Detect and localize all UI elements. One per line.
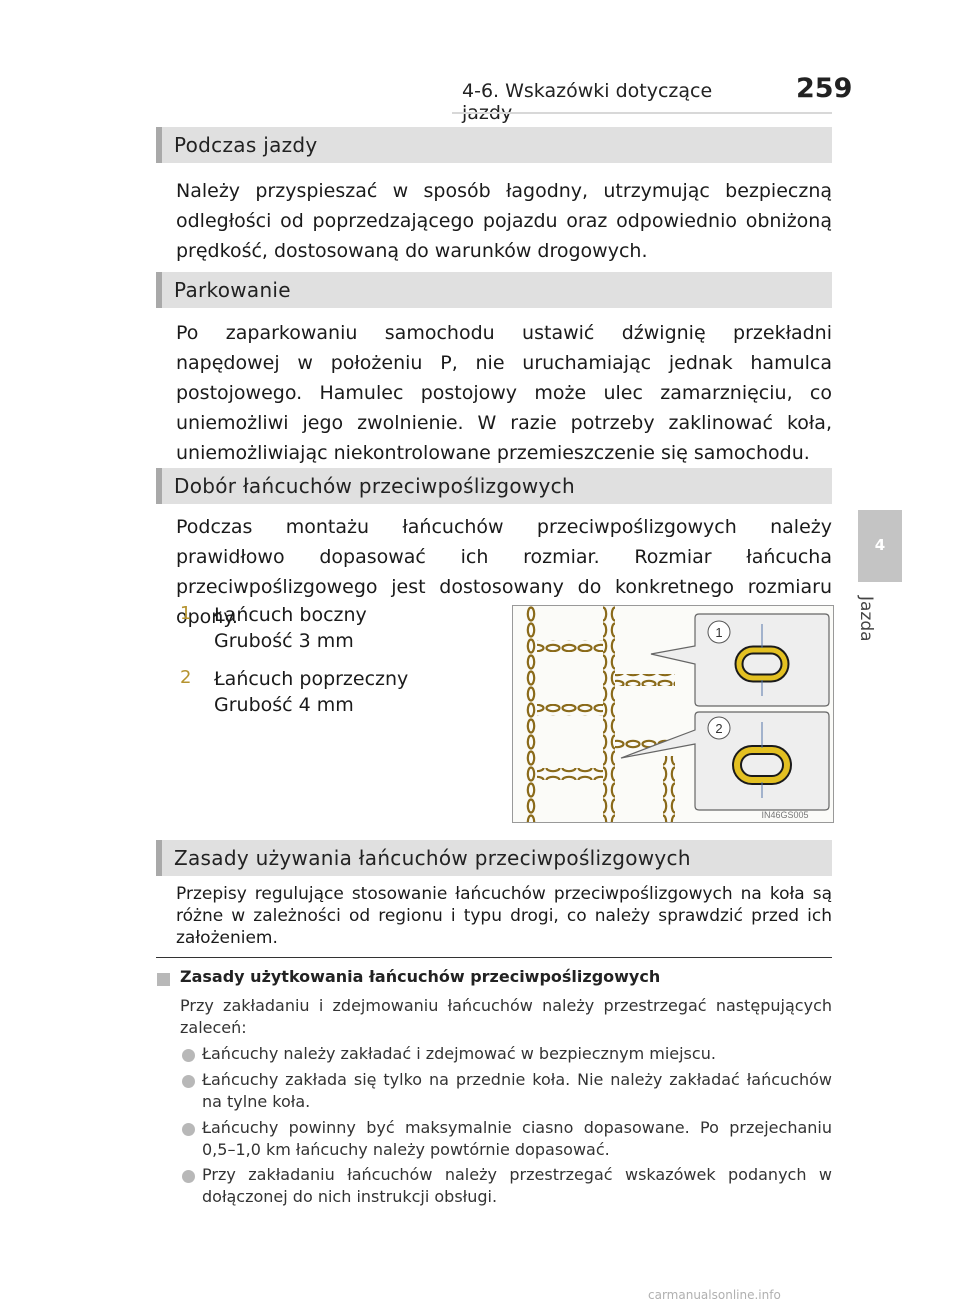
- cross-chain: [615, 674, 675, 686]
- note-bullet-3: Łańcuchy powinny być maksymalnie ciasno …: [202, 1118, 832, 1159]
- section-heading-parking: Parkowanie: [156, 272, 832, 308]
- callout-label-1: 1: [715, 625, 722, 640]
- section-body-driving: Należy przyspieszać w sposób łagodny, ut…: [176, 180, 832, 262]
- item-1-detail: Grubość 3 mm: [214, 630, 354, 652]
- section-body-chain-rules: Przepisy regulujące stosowanie łańcuchów…: [176, 884, 832, 948]
- item-2: Łańcuch poprzeczny Grubość 4 mm: [214, 666, 408, 718]
- bullet-marker: [182, 1049, 195, 1062]
- section-heading-title: Podczas jazdy: [174, 133, 318, 157]
- side-chain-link-detail: [736, 647, 788, 681]
- note-separator: [156, 957, 832, 958]
- bullet-marker: [182, 1170, 195, 1183]
- note-bullet-2: Łańcuchy zakłada się tylko na przednie k…: [202, 1070, 832, 1111]
- cross-chain-link-detail: [734, 747, 790, 783]
- note-square-marker: [157, 973, 170, 986]
- chapter-tab-label: Jazda: [856, 596, 876, 642]
- bullet-marker: [182, 1123, 195, 1136]
- item-1: Łańcuch boczny Grubość 3 mm: [214, 602, 367, 654]
- note-bullet-4: Przy zakładaniu łańcuchów należy przestr…: [202, 1165, 832, 1206]
- item-2-detail: Grubość 4 mm: [214, 694, 354, 716]
- side-chain-middle: [603, 606, 615, 822]
- section-heading-bar: [156, 127, 162, 163]
- section-heading-bar: [156, 468, 162, 504]
- callout-label-2: 2: [715, 721, 722, 736]
- note-title: Zasady użytkowania łańcuchów przeciwpośl…: [180, 967, 661, 986]
- callout-marker-1: [707, 620, 731, 644]
- section-heading-bar: [156, 840, 162, 876]
- snow-chain-figure: 1 2 IN46GS005: [512, 605, 834, 823]
- callout-marker-2: [707, 716, 731, 740]
- section-heading-driving: Podczas jazdy: [156, 127, 832, 163]
- section-heading-chain-rules: Zasady używania łańcuchów przeciwpoślizg…: [156, 840, 832, 876]
- item-2-name: Łańcuch poprzeczny: [214, 668, 409, 690]
- side-chain-left: [525, 606, 537, 822]
- chapter-tab-number: 4: [874, 536, 886, 554]
- section-heading-bar: [156, 272, 162, 308]
- cross-chain: [537, 640, 603, 652]
- side-chain-right: [663, 756, 675, 822]
- header-rule: [452, 112, 832, 114]
- page-number: 259: [796, 73, 853, 104]
- item-number-1: 1: [180, 603, 192, 624]
- section-heading-title: Zasady używania łańcuchów przeciwpoślizg…: [174, 846, 691, 870]
- section-heading-chain-selection: Dobór łańcuchów przeciwpoślizgowych: [156, 468, 832, 504]
- running-header-title: 4-6. Wskazówki dotyczące jazdy: [462, 80, 713, 124]
- item-1-name: Łańcuch boczny: [214, 604, 367, 626]
- callout-box-2: [620, 711, 830, 811]
- section-body-chain-selection: Podczas montażu łańcuchów przeciwpoślizg…: [176, 516, 832, 628]
- chapter-tab: [858, 510, 902, 582]
- cross-chain: [537, 768, 603, 780]
- note-bullet-1: Łańcuchy należy zakładać i zdejmować w b…: [202, 1044, 716, 1063]
- section-heading-title: Dobór łańcuchów przeciwpoślizgowych: [174, 474, 575, 498]
- bullet-marker: [182, 1075, 195, 1088]
- figure-code: IN46GS005: [761, 810, 808, 820]
- section-heading-title: Parkowanie: [174, 278, 291, 302]
- section-body-parking: Po zaparkowaniu samochodu ustawić dźwign…: [176, 322, 832, 464]
- watermark: carmanualsonline.info: [648, 1288, 781, 1302]
- snow-chain-illustration: 1 2 IN46GS005: [513, 606, 833, 822]
- item-number-2: 2: [180, 667, 192, 688]
- note-intro: Przy zakładaniu i zdejmowaniu łańcuchów …: [180, 996, 832, 1037]
- cross-chain: [537, 704, 603, 716]
